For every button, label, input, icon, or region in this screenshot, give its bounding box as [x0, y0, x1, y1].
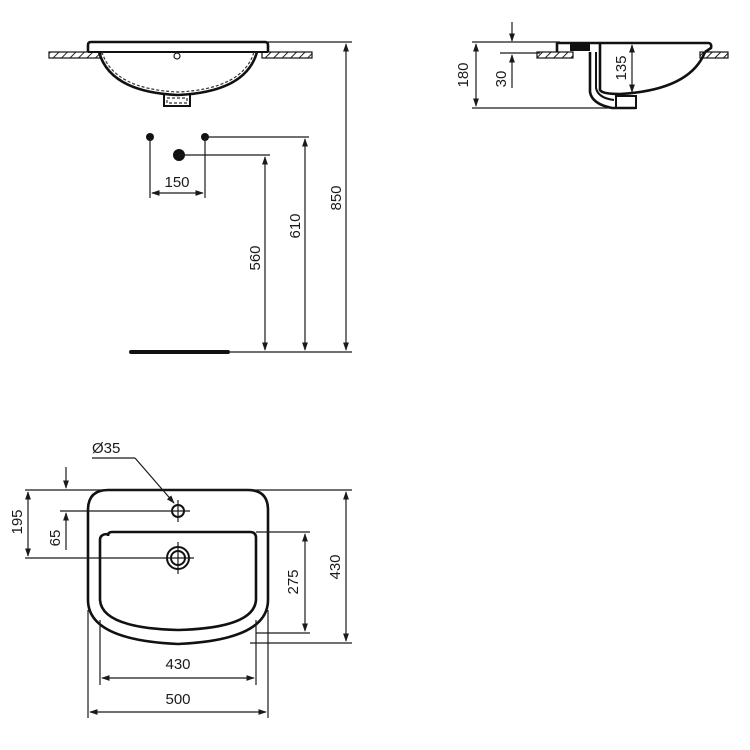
dim-bowl-depth: 275 [285, 569, 302, 594]
front-view: 150 560 610 850 [48, 40, 352, 354]
dim-supply-height: 610 [287, 213, 304, 238]
dim-total-depth: 180 [455, 62, 472, 87]
side-countertop-left [536, 51, 574, 59]
side-countertop-right [699, 51, 729, 59]
dim-waste-from-back: 195 [9, 509, 26, 534]
countertop-right [261, 51, 313, 59]
side-waste-outlet [615, 95, 637, 109]
dim-tap-hole-diameter: Ø35 [92, 440, 120, 457]
dim-overall-depth: 430 [327, 554, 344, 579]
dim-overall-width: 500 [165, 691, 190, 708]
dim-rim-thickness: 30 [493, 71, 510, 88]
basin-rim [86, 40, 270, 52]
side-rim [555, 41, 713, 54]
side-view: 180 30 135 [455, 22, 729, 110]
basin-bowl [97, 51, 259, 97]
dim-tap-spacing: 150 [164, 174, 189, 191]
dim-waste-height: 560 [247, 245, 264, 270]
side-bowl [598, 43, 707, 96]
plan-view: Ø35 195 65 275 430 430 500 [9, 440, 352, 718]
dim-bowl-width: 430 [165, 656, 190, 673]
dim-tap-hole-from-back: 65 [47, 530, 64, 547]
dim-basin-top-height: 850 [328, 185, 345, 210]
dim-bowl-depth-side: 135 [613, 55, 630, 80]
waste-outlet [163, 95, 191, 107]
bowl-outline [98, 530, 258, 632]
